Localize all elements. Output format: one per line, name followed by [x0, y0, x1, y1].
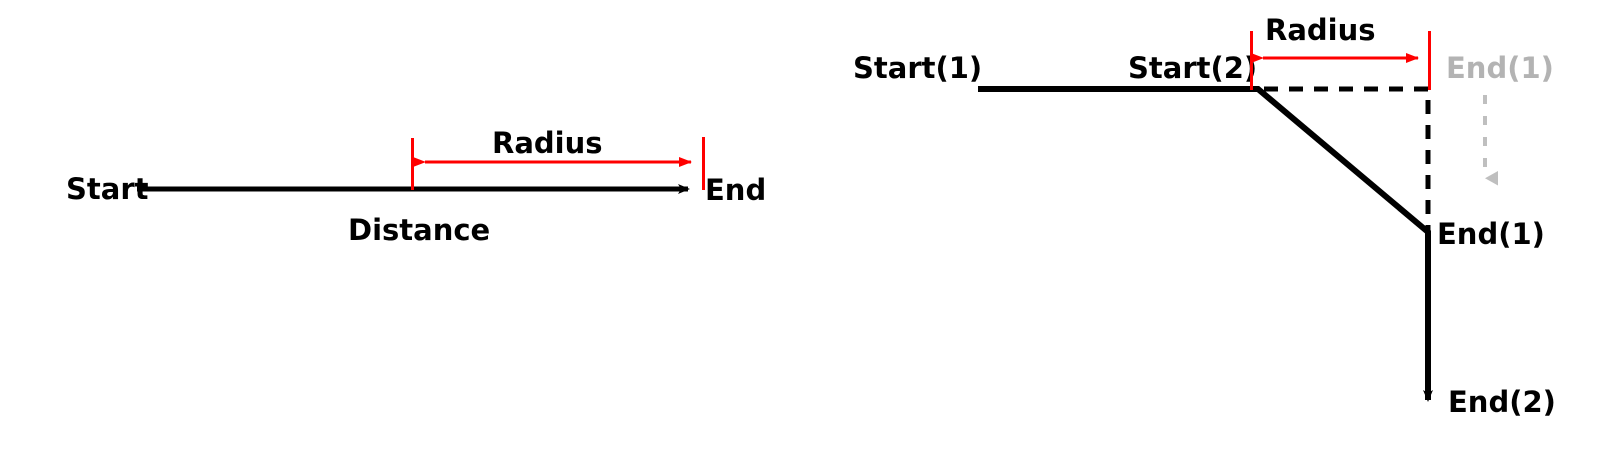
right-end1-ghost-label: End(1) — [1446, 51, 1554, 85]
left-end-label: End — [705, 173, 766, 207]
left-radius-label: Radius — [492, 126, 603, 160]
right-start1-label: Start(1) — [853, 51, 982, 85]
right-start2-label: Start(2) — [1128, 51, 1257, 85]
left-distance-label: Distance — [348, 213, 490, 247]
right-panel: Start(1) Start(2) Radius End(1) End(1) E… — [853, 13, 1556, 419]
right-end1-label: End(1) — [1437, 217, 1545, 251]
right-end2-label: End(2) — [1448, 385, 1556, 419]
left-panel: Start End Distance Radius — [66, 126, 766, 247]
left-start-label: Start — [66, 172, 149, 206]
right-solid-path — [978, 86, 1433, 402]
right-radius-label: Radius — [1265, 13, 1376, 47]
